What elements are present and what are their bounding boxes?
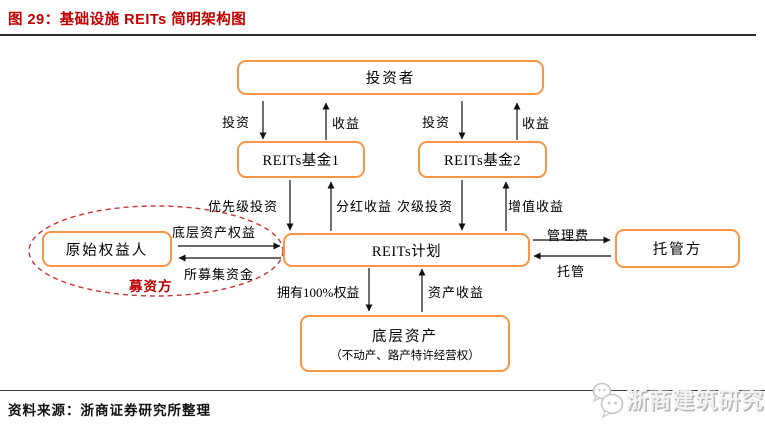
node-original-holder: 原始权益人 bbox=[42, 231, 172, 267]
node-underlying-asset: 底层资产 （不动产、路产特许经营权） bbox=[300, 315, 510, 372]
figure-title: 图 29：基础设施 REITs 简明架构图 bbox=[8, 12, 247, 28]
node-custodian: 托管方 bbox=[615, 229, 740, 268]
label-return1: 收益 bbox=[332, 116, 361, 131]
label-invest1: 投资 bbox=[222, 115, 251, 130]
node-reits-fund2: REITs基金2 bbox=[418, 141, 547, 178]
node-reits-fund2-label: REITs基金2 bbox=[443, 153, 522, 169]
source-note: 资料来源：浙商证券研究所整理 bbox=[8, 403, 211, 418]
node-underlying-asset-sublabel: （不动产、路产特许经营权） bbox=[330, 349, 480, 362]
label-asset-rights: 底层资产权益 bbox=[172, 225, 257, 240]
node-reits-fund1: REITs基金1 bbox=[237, 141, 365, 178]
label-management-fee: 管理费 bbox=[547, 228, 590, 243]
label-own-equity: 拥有100%权益 bbox=[277, 285, 360, 300]
title-divider bbox=[0, 34, 756, 36]
panda-chat-logo-icon bbox=[592, 382, 624, 419]
node-reits-fund1-label: REITs基金1 bbox=[262, 153, 340, 169]
label-appreciation-income: 增值收益 bbox=[508, 199, 565, 214]
node-underlying-asset-label: 底层资产 bbox=[372, 328, 438, 345]
label-dividend-income: 分红收益 bbox=[336, 199, 393, 214]
node-reits-plan: REITs计划 bbox=[283, 233, 530, 267]
label-invest2: 投资 bbox=[422, 115, 451, 130]
label-fundraiser: 募资方 bbox=[129, 279, 173, 294]
node-investor-label: 投资者 bbox=[365, 71, 416, 87]
node-reits-plan-label: REITs计划 bbox=[371, 243, 442, 260]
label-asset-income: 资产收益 bbox=[428, 285, 485, 300]
node-original-holder-label: 原始权益人 bbox=[65, 242, 149, 259]
label-senior-invest: 优先级投资 bbox=[208, 199, 279, 214]
node-custodian-label: 托管方 bbox=[652, 242, 703, 258]
watermark-text: 浙商建筑研究 bbox=[626, 388, 765, 413]
label-custody: 托管 bbox=[557, 264, 586, 279]
footer-divider bbox=[0, 390, 765, 391]
label-raised-funds: 所募集资金 bbox=[184, 267, 255, 282]
node-investor: 投资者 bbox=[237, 60, 544, 95]
brand-watermark: 浙商建筑研究 bbox=[584, 377, 765, 425]
label-return2: 收益 bbox=[522, 116, 551, 131]
label-junior-invest: 次级投资 bbox=[397, 199, 454, 214]
